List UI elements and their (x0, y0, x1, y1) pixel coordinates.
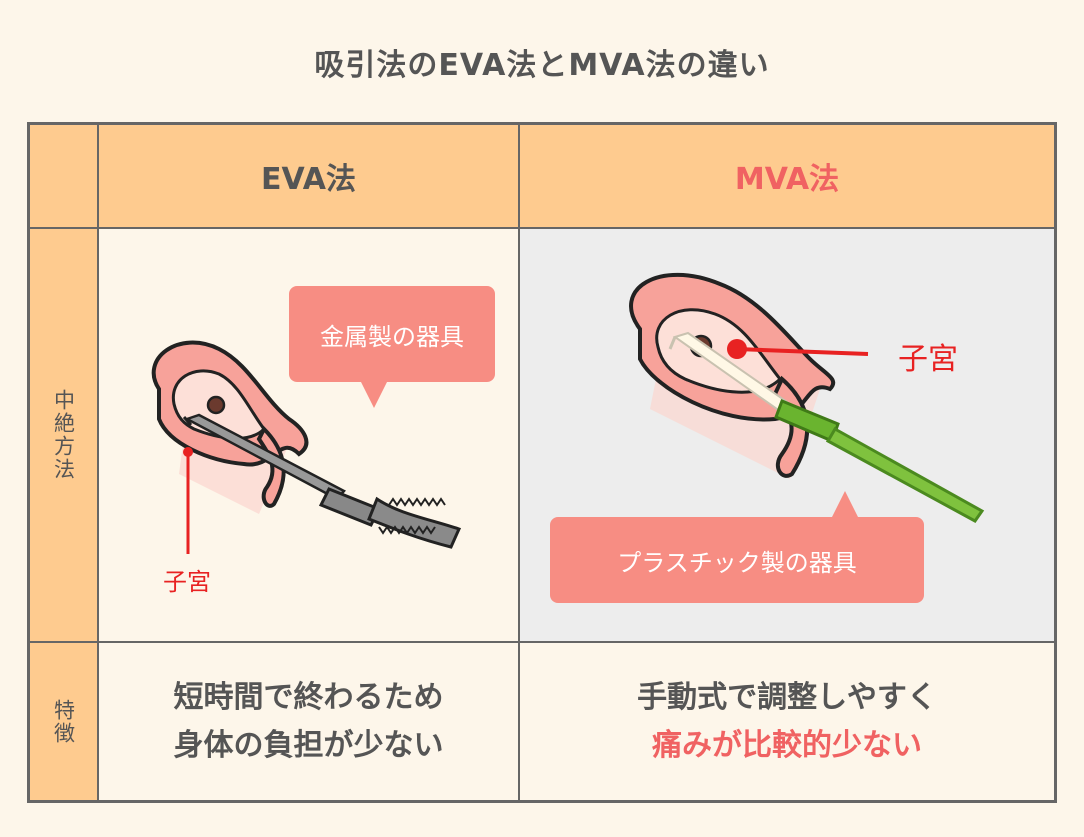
eva-bubble: 金属製の器具 (289, 286, 495, 408)
mva-features: 手動式で調整しやすく 痛みが比較的少ない (520, 643, 1054, 800)
eva-feature-line1: 短時間で終わるため (173, 679, 444, 715)
comparison-table: EVA法 MVA法 中絶方法 金属製の器具 (27, 122, 1057, 803)
mva-illustration-cell: 子宮 プラスチック製の器具 (520, 229, 1054, 643)
mva-feature-line2: 痛みが比較的少ない (652, 727, 922, 763)
row-label-features: 特徴 (30, 643, 99, 800)
corner-cell (30, 125, 99, 229)
eva-bubble-text: 金属製の器具 (320, 322, 464, 351)
eva-features: 短時間で終わるため 身体の負担が少ない (99, 643, 520, 800)
row-label-method: 中絶方法 (30, 229, 99, 643)
mva-bubble: プラスチック製の器具 (550, 491, 924, 603)
eva-feature-line2: 身体の負担が少ない (173, 727, 444, 763)
mva-uterus-label: 子宮 (898, 342, 958, 377)
mva-illustration (629, 272, 985, 523)
mva-bubble-text: プラスチック製の器具 (617, 548, 857, 577)
header-mva: MVA法 (520, 125, 1054, 229)
eva-illustration (151, 340, 462, 554)
row-label-features-text: 特徴 (51, 698, 76, 745)
row-label-method-text: 中絶方法 (51, 389, 76, 481)
mva-feature-line1: 手動式で調整しやすく (637, 679, 937, 715)
eva-illustration-cell: 金属製の器具 子宮 (99, 229, 520, 643)
eva-metal-instrument (183, 413, 346, 501)
eva-uterus-label: 子宮 (163, 568, 211, 596)
page-title: 吸引法のEVA法とMVA法の違い (314, 48, 770, 83)
header-eva: EVA法 (99, 125, 520, 229)
